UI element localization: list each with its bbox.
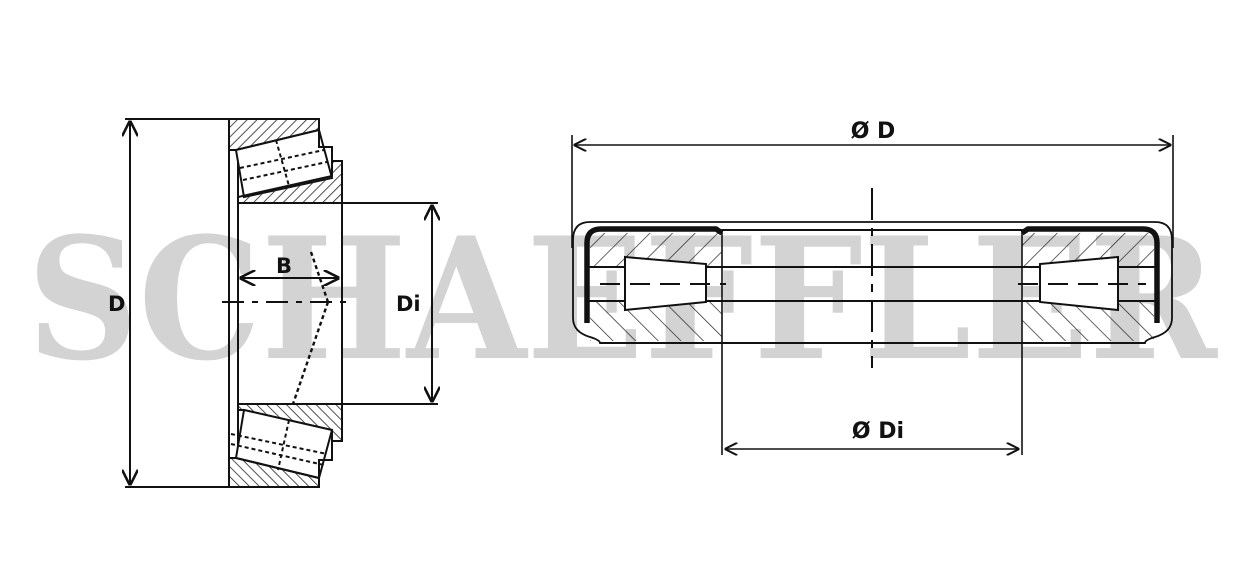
- right-bearing-view: [571, 135, 1174, 455]
- label-outer-diameter-d: D: [108, 292, 125, 316]
- label-inner-diameter-phi-di: Ø Di: [852, 419, 904, 444]
- label-width-b: B: [276, 254, 292, 278]
- label-inner-diameter-di: Di: [396, 292, 421, 316]
- label-outer-diameter-phi-d: Ø D: [851, 119, 896, 144]
- left-bearing-view: [125, 118, 438, 488]
